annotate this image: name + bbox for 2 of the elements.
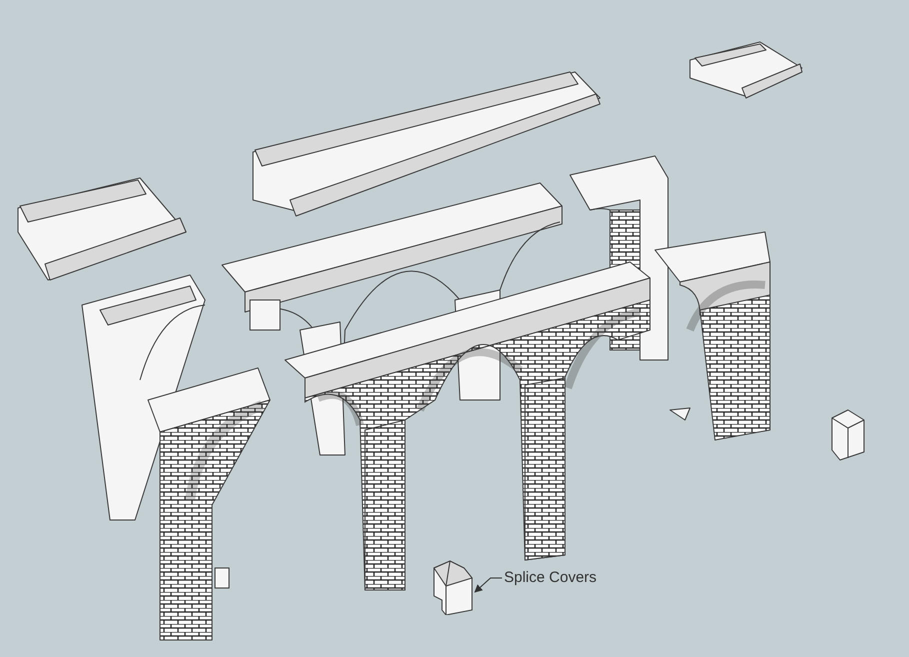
leader-line (474, 578, 502, 593)
callout-label: Splice Covers (504, 567, 597, 590)
